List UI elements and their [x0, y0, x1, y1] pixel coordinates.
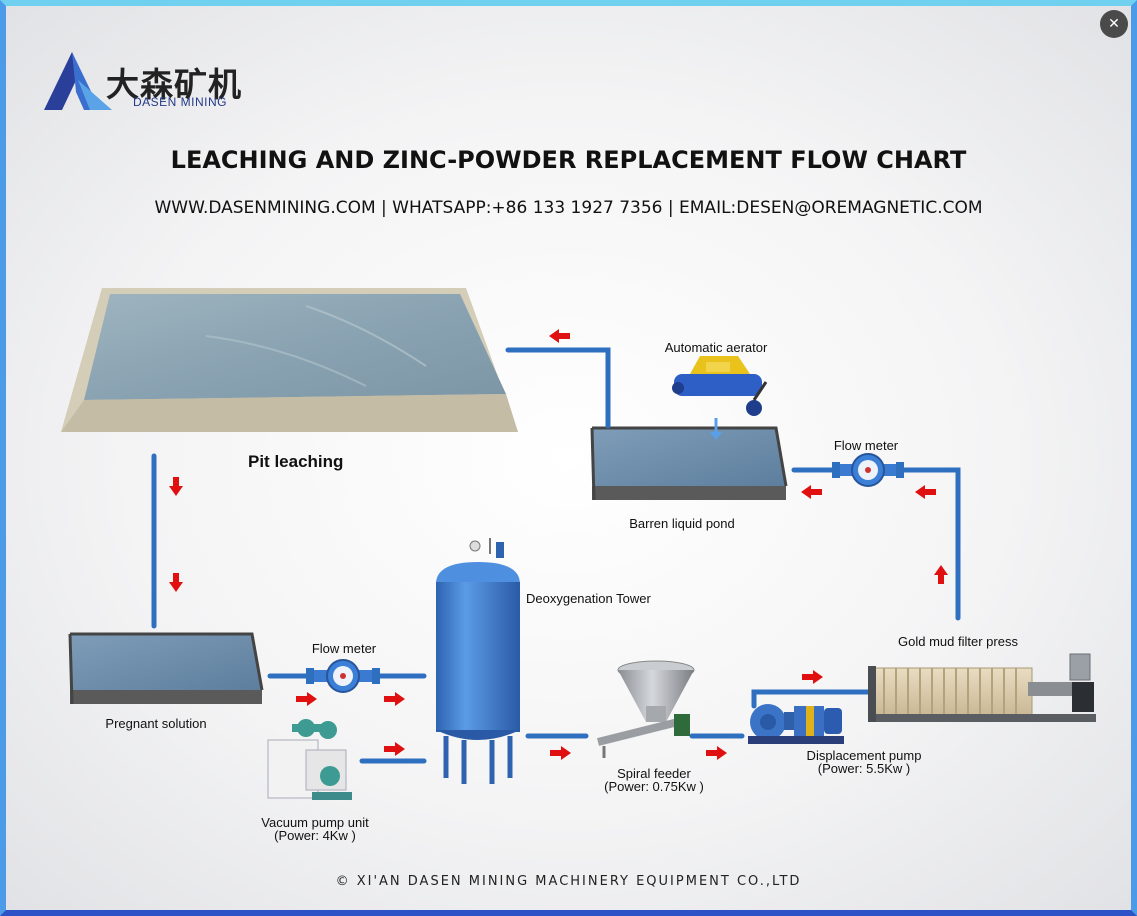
pregnant-solution-pond	[68, 632, 264, 705]
label-vacuum-pump-power: (Power: 4Kw )	[274, 828, 356, 843]
label-displacement-pump-power: (Power: 5.5Kw )	[817, 761, 911, 776]
vacuum-pump-unit-graphic	[267, 719, 352, 800]
label-deoxygenation-tower: Deoxygenation Tower	[526, 591, 651, 606]
label-automatic-aerator: Automatic aerator	[664, 340, 768, 355]
gold-mud-filter-press-graphic	[868, 653, 1096, 722]
label-flow-meter-bottom: Flow meter	[311, 641, 377, 656]
label-pit-leaching: Pit leaching	[248, 452, 344, 471]
arrow-down-2	[169, 573, 183, 592]
label-displacement-pump: Displacement pump	[806, 748, 922, 763]
label-barren-liquid-pond: Barren liquid pond	[629, 516, 735, 531]
flow-meter-bottom-graphic	[306, 659, 380, 693]
displacement-pump-graphic	[748, 704, 844, 744]
close-button[interactable]: ✕	[1100, 10, 1128, 38]
logo-english-text: DASEN MINING	[133, 95, 228, 109]
contact-line: WWW.DASENMINING.COM | WHATSAPP:+86 133 1…	[154, 198, 983, 218]
automatic-aerator-graphic	[672, 356, 768, 440]
arrow-right-4	[550, 746, 571, 760]
arrow-right-2	[384, 692, 405, 706]
label-vacuum-pump-unit: Vacuum pump unit	[261, 815, 369, 830]
deoxygenation-tower-graphic	[436, 538, 520, 784]
arrow-left-top	[549, 329, 570, 343]
diagram-graphics	[61, 288, 1096, 800]
spiral-feeder-graphic	[597, 660, 695, 758]
pit-leaching-pool	[61, 288, 518, 432]
logo-chinese-text: 大森矿机	[106, 65, 242, 104]
label-gold-mud-filter-press: Gold mud filter press	[898, 634, 1018, 649]
arrow-right-1	[296, 692, 317, 706]
barren-liquid-pond	[590, 426, 788, 501]
flow-meter-top-graphic	[832, 453, 904, 487]
arrow-right-6	[802, 670, 823, 684]
arrow-left-meter	[915, 485, 936, 499]
logo-mark	[44, 52, 112, 110]
arrow-up	[934, 565, 948, 584]
copyright-footer: © XI'AN DASEN MINING MACHINERY EQUIPMENT…	[335, 874, 802, 889]
label-flow-meter-top: Flow meter	[833, 438, 899, 453]
pipes	[151, 347, 961, 764]
label-pregnant-solution: Pregnant solution	[105, 716, 207, 731]
label-spiral-feeder-power: (Power: 0.75Kw )	[604, 779, 704, 794]
arrow-right-5	[706, 746, 727, 760]
arrow-down-1	[169, 477, 183, 496]
close-icon: ✕	[1108, 16, 1120, 32]
arrow-right-3	[384, 742, 405, 756]
page-title: LEACHING AND ZINC-POWDER REPLACEMENT FLO…	[170, 146, 967, 174]
flow-arrows	[169, 329, 948, 760]
label-spiral-feeder: Spiral feeder	[617, 766, 691, 781]
arrow-left-pond	[801, 485, 822, 499]
